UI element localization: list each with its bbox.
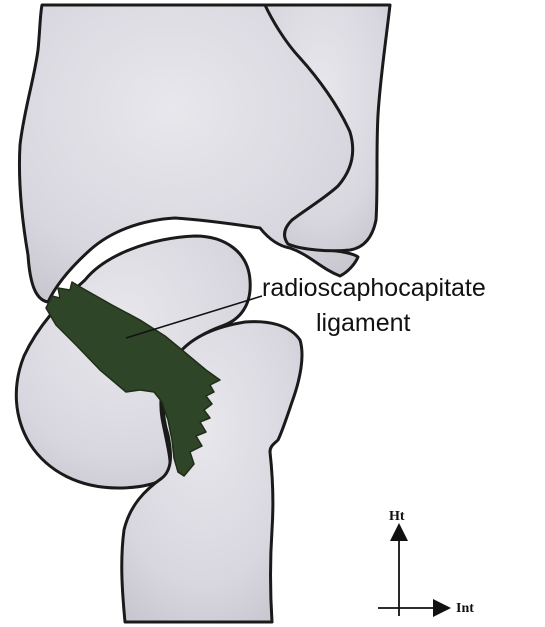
horizontal-axis-label: Int	[456, 601, 474, 616]
orientation-indicator: Ht Int	[378, 509, 474, 616]
vertical-axis-label: Ht	[389, 509, 405, 524]
ligament-label-line1: radioscaphocapitate	[262, 274, 486, 302]
ligament-label-line2: ligament	[316, 309, 411, 337]
